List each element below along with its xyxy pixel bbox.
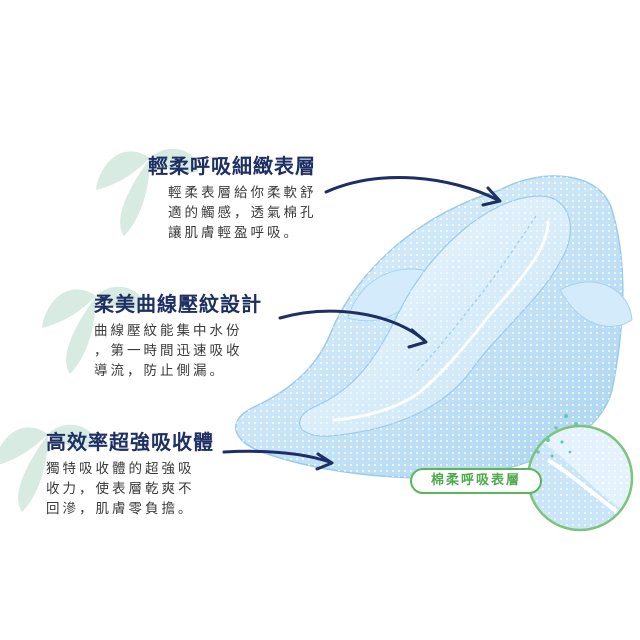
description-line: 適的觸感，透氣棉孔 [168, 205, 317, 221]
sanitary-pad [235, 175, 633, 479]
feature-description: 輕柔表層給你柔軟舒 適的觸感，透氣棉孔 讓肌膚輕盈呼吸。 [168, 183, 317, 243]
feature-title: 高效率超強吸收體 [46, 430, 214, 454]
description-line: 導流，防止側漏。 [94, 363, 226, 379]
feature-curved-embossing: 柔美曲線壓紋設計 曲線壓紋能集中水份 ，第一時間迅速吸收 導流，防止側漏。 [94, 288, 262, 381]
feature-title: 柔美曲線壓紋設計 [94, 292, 262, 316]
feature-absorbent-core: 高效率超強吸收體 獨特吸收體的超強吸 收力，使表層乾爽不 回滲，肌膚零負擔。 [46, 426, 214, 519]
arrow-icon [278, 309, 428, 349]
leaf-icon [0, 424, 97, 512]
feature-description: 曲線壓紋能集中水份 ，第一時間迅速吸收 導流，防止側漏。 [94, 321, 262, 381]
description-line: 曲線壓紋能集中水份 [94, 323, 243, 339]
leaf-icon [42, 286, 145, 374]
leaf-icon [96, 148, 199, 236]
description-line: 輕柔表層給你柔軟舒 [168, 185, 317, 201]
cotton-layer-badge: 棉柔呼吸表層 [410, 468, 542, 494]
description-line: 收力，使表層乾爽不 [46, 481, 195, 497]
feature-description: 獨特吸收體的超強吸 收力，使表層乾爽不 回滲，肌膚零負擔。 [46, 459, 214, 519]
description-line: ，第一時間迅速吸收 [94, 343, 243, 359]
description-line: 讓肌膚輕盈呼吸。 [168, 225, 300, 241]
description-line: 回滲，肌膚零負擔。 [46, 501, 195, 517]
arrow-icon [222, 449, 334, 471]
texture-magnifier [526, 413, 634, 532]
feature-title: 輕柔呼吸細緻表層 [148, 154, 316, 178]
description-line: 獨特吸收體的超強吸 [46, 461, 195, 477]
feature-breathable-layer: 輕柔呼吸細緻表層 輕柔表層給你柔軟舒 適的觸感，透氣棉孔 讓肌膚輕盈呼吸。 [148, 150, 317, 243]
arrow-icon [324, 176, 502, 207]
